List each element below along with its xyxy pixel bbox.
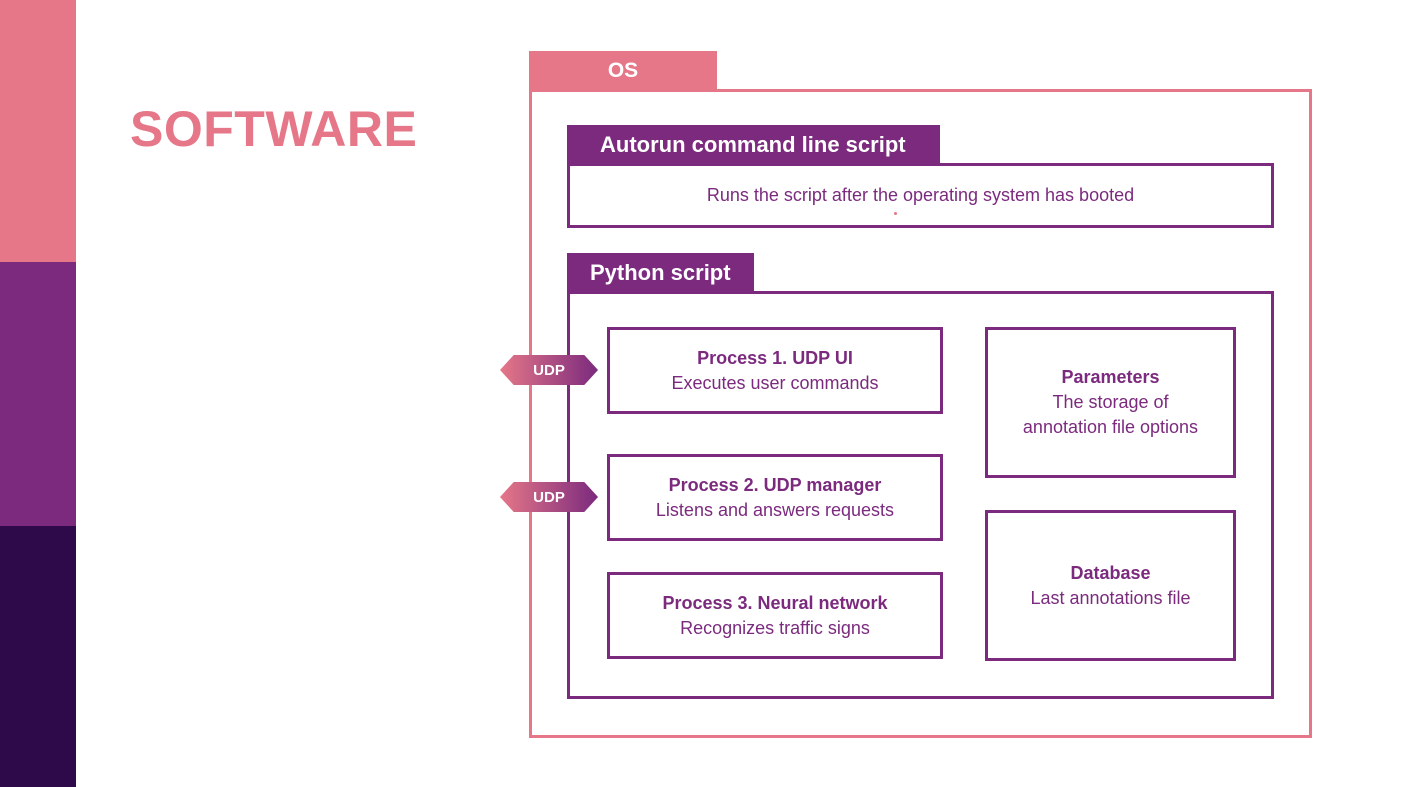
database-description: Last annotations file (1030, 587, 1191, 608)
accent-strip-purple (0, 262, 76, 526)
parameters-line-1: The storage of (1052, 392, 1169, 412)
autorun-box: Runs the script after the operating syst… (567, 163, 1274, 228)
process-3-title: Process 3. Neural network (662, 592, 888, 613)
accent-strip-pink (0, 0, 76, 262)
os-label: OS (529, 51, 717, 90)
process-1-title: Process 1. UDP UI (697, 347, 853, 368)
process-2-box: Process 2. UDP manager Listens and answe… (607, 454, 943, 541)
udp-port-badge-2: UDP (500, 482, 598, 512)
slide-title: SOFTWARE (130, 101, 418, 157)
process-2-description: Listens and answers requests (655, 499, 895, 520)
udp-port-badge-1: UDP (500, 355, 598, 385)
process-3-box: Process 3. Neural network Recognizes tra… (607, 572, 943, 659)
process-3-description: Recognizes traffic signs (680, 617, 870, 638)
os-frame (529, 89, 1312, 738)
marker-dot (894, 212, 897, 215)
autorun-title: Autorun command line script (567, 125, 940, 165)
parameters-title: Parameters (1061, 367, 1160, 387)
parameters-line-2: annotation file options (1022, 417, 1199, 437)
database-title: Database (1070, 562, 1151, 583)
process-2-title: Process 2. UDP manager (668, 474, 882, 495)
process-1-box: Process 1. UDP UI Executes user commands (607, 327, 943, 414)
parameters-box: Parameters The storage of annotation fil… (985, 327, 1236, 478)
accent-strip-dark (0, 526, 76, 787)
autorun-description: Runs the script after the operating syst… (706, 185, 1135, 205)
process-1-description: Executes user commands (671, 372, 879, 393)
database-box: Database Last annotations file (985, 510, 1236, 661)
python-title: Python script (567, 253, 754, 293)
